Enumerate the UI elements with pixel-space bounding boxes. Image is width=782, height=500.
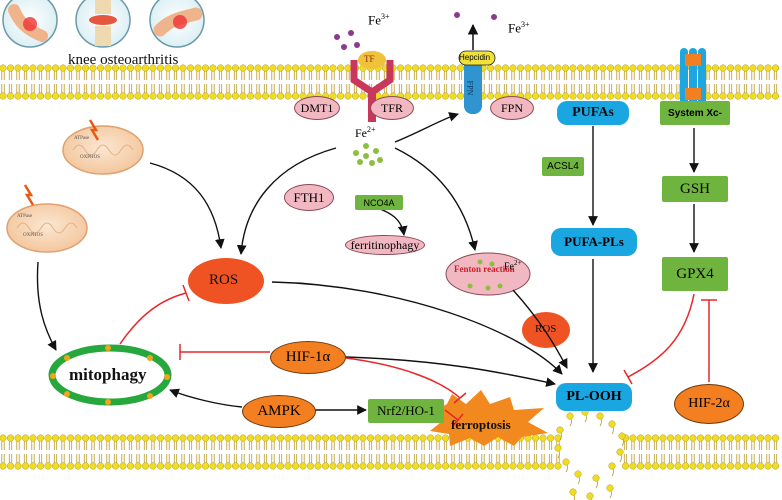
tfr-node: TFR <box>370 96 414 120</box>
hif1a-node: HIF-1α <box>270 341 346 374</box>
arrows <box>36 112 699 415</box>
gsh-node: GSH <box>662 176 728 202</box>
fpn-channel-icon <box>458 23 496 114</box>
gpx4-node: GPX4 <box>662 257 728 291</box>
mitophagy-label: mitophagy <box>69 365 147 384</box>
ros-small-ellipse <box>522 312 570 348</box>
fenton-fe-label: Fe2+ <box>504 259 522 273</box>
fe3-label-right: Fe3+ <box>508 20 530 36</box>
ncoa4-node: NCO4A <box>355 195 403 210</box>
ferroptosis-burst <box>430 390 548 446</box>
inhibition-lines <box>119 284 717 427</box>
ros-label: ROS <box>209 272 239 288</box>
ros-ellipse <box>188 258 264 304</box>
fenton-ellipse <box>445 252 531 296</box>
fe2-dots <box>353 143 383 166</box>
mito1-atp-label: ATPase <box>74 136 90 141</box>
acsl4-node: ACSL4 <box>542 157 584 176</box>
tf-label: TF <box>364 54 375 64</box>
fpn-node: FPN <box>490 96 534 120</box>
mito2-atp-label: ATPase <box>17 214 33 219</box>
pl-ooh-node: PL-OOH <box>556 383 632 411</box>
system-xc-node: System Xc- <box>660 101 730 125</box>
nrf2-ho1-node: Nrf2/HO-1 <box>368 399 444 423</box>
pufa-pls-node: PUFA-PLs <box>551 228 637 256</box>
fe2-label: Fe2+ <box>355 125 376 140</box>
ferroptosis-label: ferroptosis <box>451 417 511 432</box>
pufas-node: PUFAs <box>557 101 629 125</box>
mito2-oxphos-label: OXPHOS <box>23 233 44 238</box>
dmt1-node: DMT1 <box>294 96 340 120</box>
ferritinophagy-node: ferritinophagy <box>345 235 425 255</box>
knee-icon-1 <box>2 0 58 48</box>
mito1-oxphos-label: OXPHOS <box>80 155 101 160</box>
ros-small-label: ROS <box>535 323 557 335</box>
knee-icon-3 <box>149 0 205 48</box>
fth1-node: FTH1 <box>284 184 334 211</box>
fpn-channel-label: FPN <box>465 80 475 96</box>
fenton-label: Fenton reaction <box>454 264 515 274</box>
fe3-dots-right <box>454 12 497 20</box>
fe3-label-left: Fe3+ <box>368 12 390 28</box>
bottom-cell-membrane <box>0 434 780 470</box>
ampk-node: AMPK <box>242 395 316 428</box>
top-cell-membrane <box>0 64 780 100</box>
page-title: knee osteoarthritis <box>68 52 179 68</box>
membrane-rupture <box>554 408 626 500</box>
knee-joint-icon <box>75 0 131 48</box>
mitochondrion-1-icon <box>62 119 144 175</box>
mitophagy-ring <box>48 344 172 406</box>
hepcidin-label: Hepcidin <box>459 53 491 62</box>
mitochondrion-2-icon <box>6 184 88 253</box>
fe3-dots-left <box>334 30 360 50</box>
system-xc-transporter-icon <box>680 48 706 106</box>
hif2a-node: HIF-2α <box>674 384 744 424</box>
